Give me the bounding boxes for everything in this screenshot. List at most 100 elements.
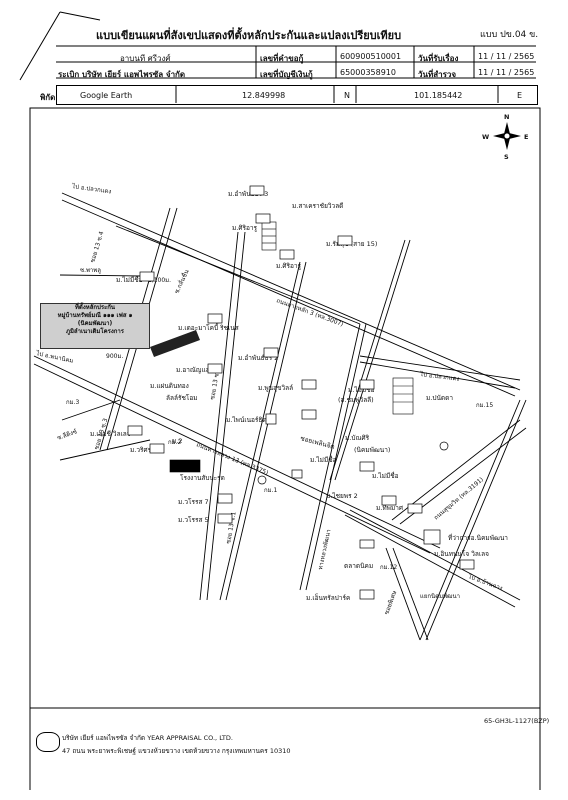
marker-icon bbox=[301, 409, 317, 420]
road-niccom-junction: แยกนิคมพัฒนา bbox=[420, 593, 460, 600]
place-markers bbox=[127, 185, 475, 600]
receive-date-label: วันที่รับเรื่อง bbox=[418, 54, 459, 63]
place-18: ม.วริศรา 9 bbox=[130, 446, 161, 454]
request-no-value: 600900510001 bbox=[340, 52, 402, 61]
place-23: ม.ไชยพร 2 bbox=[326, 492, 358, 500]
place-14: (ส.ชมพู่วิลลี) bbox=[338, 396, 374, 404]
marker-icon bbox=[359, 589, 375, 600]
document-reference: 65-GH3L-1127(BZP) bbox=[484, 717, 550, 725]
compass-w: W bbox=[482, 133, 489, 141]
road-13-4: ซอย 13 ซ.4 bbox=[89, 230, 105, 263]
legend-line-2: หมู่บ้านทรัพย์มณี ๑๑๑ เฟส ๑ bbox=[57, 312, 133, 319]
place-28: ม.อินทนนโจ วิลเลจ bbox=[434, 550, 489, 558]
legend-line-3: (นิคมพัฒนา) bbox=[77, 320, 113, 327]
fuel-station-icon bbox=[439, 441, 449, 451]
place-2: ม.สาเคราชัยวิวลดี bbox=[292, 202, 343, 210]
km-12: กม.12 bbox=[380, 564, 397, 571]
road-lert: ทางหลวงพัฒนา bbox=[317, 529, 332, 571]
soi-phat: ซ.พาพลู bbox=[80, 267, 101, 274]
coordinate-source: Google Earth bbox=[80, 91, 133, 100]
road-phiset: ซอยพิเศษ bbox=[383, 590, 398, 616]
marker-icon bbox=[359, 379, 375, 390]
marker-icon bbox=[127, 425, 143, 436]
coordinate-row bbox=[56, 85, 538, 105]
subject-property-box: ที่ตั้งหลักประกัน หมู่บ้านทรัพย์มณี ๑๑๑ … bbox=[40, 303, 150, 349]
marker-icon bbox=[149, 443, 165, 454]
market-icon bbox=[359, 539, 375, 549]
place-19: ม.บัณศิริ bbox=[345, 434, 370, 442]
soi-kobch: ซ.กลั่นชื่น bbox=[173, 268, 191, 295]
place-1: ม.อำพันธ์ธิริ 3 bbox=[228, 190, 268, 198]
district-office-icon bbox=[423, 529, 441, 545]
survey-date-label: วันที่สำรวจ bbox=[418, 70, 457, 79]
fuel-station-icon bbox=[257, 475, 267, 485]
marker-icon bbox=[459, 559, 475, 570]
distance-1100: 1,100ม. bbox=[148, 277, 171, 284]
marker-icon bbox=[255, 213, 271, 224]
place-33: ม.2 bbox=[172, 437, 183, 445]
survey-date-value: 11 / 11 / 2565 bbox=[478, 68, 535, 77]
company-name: ระเบิก บริษัท เยียร์ แอพไพรซัล จำกัด bbox=[58, 70, 186, 79]
place-25: ที่ว่าการอ.นิคมพัฒนา bbox=[448, 533, 508, 542]
request-no-label: เลขที่คำขอกู้ bbox=[260, 54, 304, 63]
place-12: ม.พูนสุขวิลล์ bbox=[258, 384, 293, 392]
marker-icon bbox=[381, 495, 397, 506]
seven-eleven-icon bbox=[265, 413, 277, 425]
longitude-dir: E bbox=[517, 91, 523, 100]
place-20: (นิคมพัฒนา) bbox=[354, 446, 390, 454]
industrial-block bbox=[150, 330, 200, 357]
km-15: กม.15 bbox=[476, 402, 493, 409]
latitude-dir: N bbox=[344, 91, 350, 100]
distance-900: 900ม. bbox=[106, 353, 123, 360]
place-3: ม.ศิริอารู bbox=[232, 224, 258, 232]
marker-icon bbox=[337, 235, 353, 246]
company-address: 47 ถนน พระยาพระพิเชษฐ์ แขวงห้วยขวาง เขตห… bbox=[62, 747, 291, 755]
place-6: ม.ไม่มีชื่อ bbox=[116, 275, 143, 284]
place-9: ม.อำพันธ์ธิริ 2 bbox=[238, 354, 278, 362]
road-highway-13: ถนนทางหลวง 13 (ทล.3375) bbox=[195, 441, 269, 476]
marker-icon bbox=[139, 271, 155, 282]
road-network bbox=[33, 192, 527, 641]
marker-icon bbox=[407, 503, 423, 514]
compass-s: S bbox=[504, 153, 509, 161]
place-15: ม.ปนัดดา bbox=[426, 394, 453, 402]
place-5: ม.ศิริอารู bbox=[276, 262, 302, 270]
compass-n: N bbox=[504, 113, 509, 121]
road-to-phanat: ไป อ.พนานิคม bbox=[35, 349, 75, 365]
place-21: ม.ไม่มีชื่อ bbox=[310, 455, 337, 464]
km-3: กม.3 bbox=[66, 399, 79, 406]
company-name-footer: บริษัท เยียร์ แอพไพรซัล จำกัด YEAR APPRA… bbox=[62, 734, 233, 742]
marker-icon bbox=[279, 249, 295, 260]
place-11: ลัลล์รัชโอม bbox=[166, 394, 198, 402]
sheet-title: แบบเขียนแผนที่สังเขปแสดงที่ตั้งหลักประกั… bbox=[96, 29, 402, 42]
account-no-label: เลขที่บัญชีเงินกู้ bbox=[260, 70, 313, 79]
place-24: ม.ทิพมาศ bbox=[376, 504, 404, 512]
receive-date-value: 11 / 11 / 2565 bbox=[478, 52, 535, 61]
road-to-pluak-daeng-top: ไป อ.ปลวกแดง bbox=[71, 182, 112, 196]
form-code: แบบ ปข.04 ข. bbox=[480, 30, 539, 40]
marker-icon bbox=[207, 313, 223, 324]
legend-line-1: ที่ตั้งหลักประกัน bbox=[74, 304, 116, 311]
road-to-ban-chang: ไป อ.บ้านฉาง bbox=[466, 572, 503, 592]
soi-oak: ซ.ลีดิงซ์ bbox=[56, 427, 78, 442]
place-22: ม.ไม่มีชื่อ bbox=[372, 471, 399, 480]
place-30: ม.เอ็นทรัลปาร์ค bbox=[306, 593, 350, 602]
subdivision-hatch bbox=[169, 221, 414, 473]
marker-icon bbox=[217, 493, 233, 504]
road-to-pluak-daeng-right: ไป อ.ปลวกแดง bbox=[419, 370, 460, 383]
marker-icon bbox=[249, 185, 265, 196]
place-17: ม.เลอชี วิลเลจ bbox=[90, 430, 131, 438]
place-8: ม.อาณัญแลนด์ bbox=[176, 366, 218, 374]
marker-icon bbox=[359, 461, 375, 472]
marker-icon bbox=[263, 347, 279, 358]
compass-e: E bbox=[524, 133, 528, 141]
place-10: ม.แผ่นดินทอง bbox=[150, 382, 189, 390]
company-logo-icon bbox=[36, 732, 60, 752]
coordinate-label: พิกัด bbox=[40, 93, 56, 102]
legend-line-4: ภูมิลำเนาเดิมโครงการ bbox=[66, 328, 124, 335]
marker-icon bbox=[217, 513, 233, 524]
longitude-value: 101.185442 bbox=[414, 91, 463, 100]
account-no-value: 65000358910 bbox=[340, 68, 396, 77]
road-sukhumvit: ถนนสุขุมวิท (ทล.3191) bbox=[433, 476, 485, 521]
